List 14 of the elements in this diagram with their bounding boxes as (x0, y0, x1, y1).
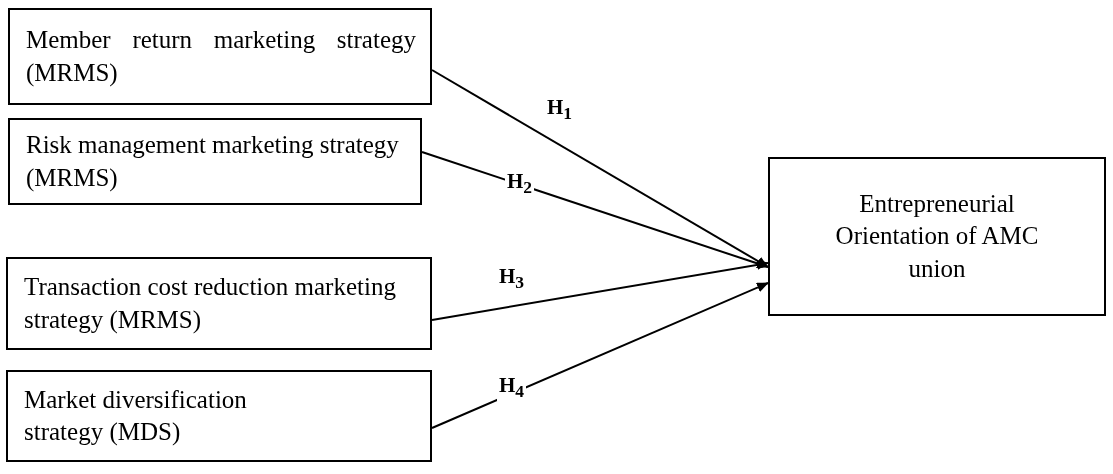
arrow (431, 69, 769, 268)
arrow (431, 282, 769, 429)
node-text: Market diversification strategy (MDS) (24, 384, 248, 448)
variable-box (8, 8, 432, 105)
node-text: Entrepreneurial Orientation of AMC union (834, 188, 1040, 284)
variable-box (768, 157, 1106, 316)
arrow (421, 151, 769, 269)
node-text: Risk management marketing strategy (MRMS) (26, 130, 400, 194)
variable-box (6, 257, 432, 350)
node-text: Transaction cost reduction marketing strategy (MRMS) (24, 272, 397, 336)
node-text: Member return marketing strategy (MRMS) (26, 25, 416, 89)
variable-box (8, 118, 422, 205)
arrow (431, 259, 769, 321)
variable-box (6, 370, 432, 462)
